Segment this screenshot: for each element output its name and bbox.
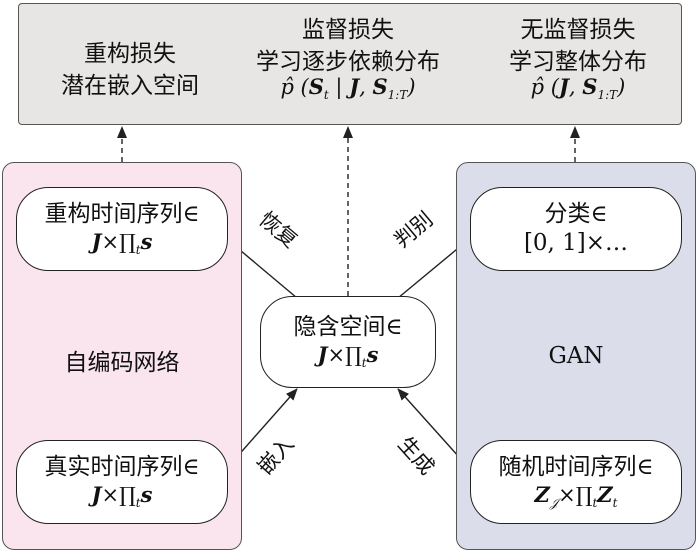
random-series-node: 随机时间序列∈ Z𝒥×∏tZt (470, 440, 682, 524)
loss-bar (18, 3, 682, 125)
latent-space-node: 隐含空间∈ J×∏ts (260, 296, 436, 388)
real-series-node: 真实时间序列∈ J×∏ts (16, 440, 228, 524)
unsupervised-loss-formula: p̂ (J, S1:T) (530, 74, 626, 102)
random-series-formula: Z𝒥×∏tZt (534, 482, 618, 511)
supervised-loss-title: 监督损失 (302, 17, 394, 43)
unsupervised-loss-title: 无监督损失 (520, 17, 636, 43)
reconstructed-series-node: 重构时间序列∈ J×∏ts (16, 187, 228, 271)
gan-label: GAN (548, 343, 604, 369)
reconstructed-series-formula: J×∏ts (91, 229, 153, 258)
latent-space-title: 隐含空间∈ (293, 313, 403, 340)
unsupervised-loss-subtitle: 学习整体分布 (509, 49, 647, 75)
classification-node: 分类∈ [0, 1]×… (470, 187, 682, 271)
autoencoder-label: 自编码网络 (64, 350, 180, 376)
reconstruction-loss-title: 重构损失 (84, 41, 176, 67)
reconstruction-loss-subtitle: 潜在嵌入空间 (61, 73, 199, 99)
random-series-title: 随机时间序列∈ (498, 453, 654, 480)
reconstructed-series-title: 重构时间序列∈ (44, 200, 200, 227)
classification-range: [0, 1]×… (523, 230, 629, 256)
real-series-formula: J×∏ts (91, 482, 153, 511)
classification-title: 分类∈ (544, 200, 608, 227)
supervised-loss-formula: p̂ (St | J, S1:T) (280, 74, 416, 102)
real-series-title: 真实时间序列∈ (44, 453, 200, 480)
supervised-loss-subtitle: 学习逐步依赖分布 (256, 49, 440, 75)
latent-space-formula: J×∏ts (317, 342, 379, 371)
